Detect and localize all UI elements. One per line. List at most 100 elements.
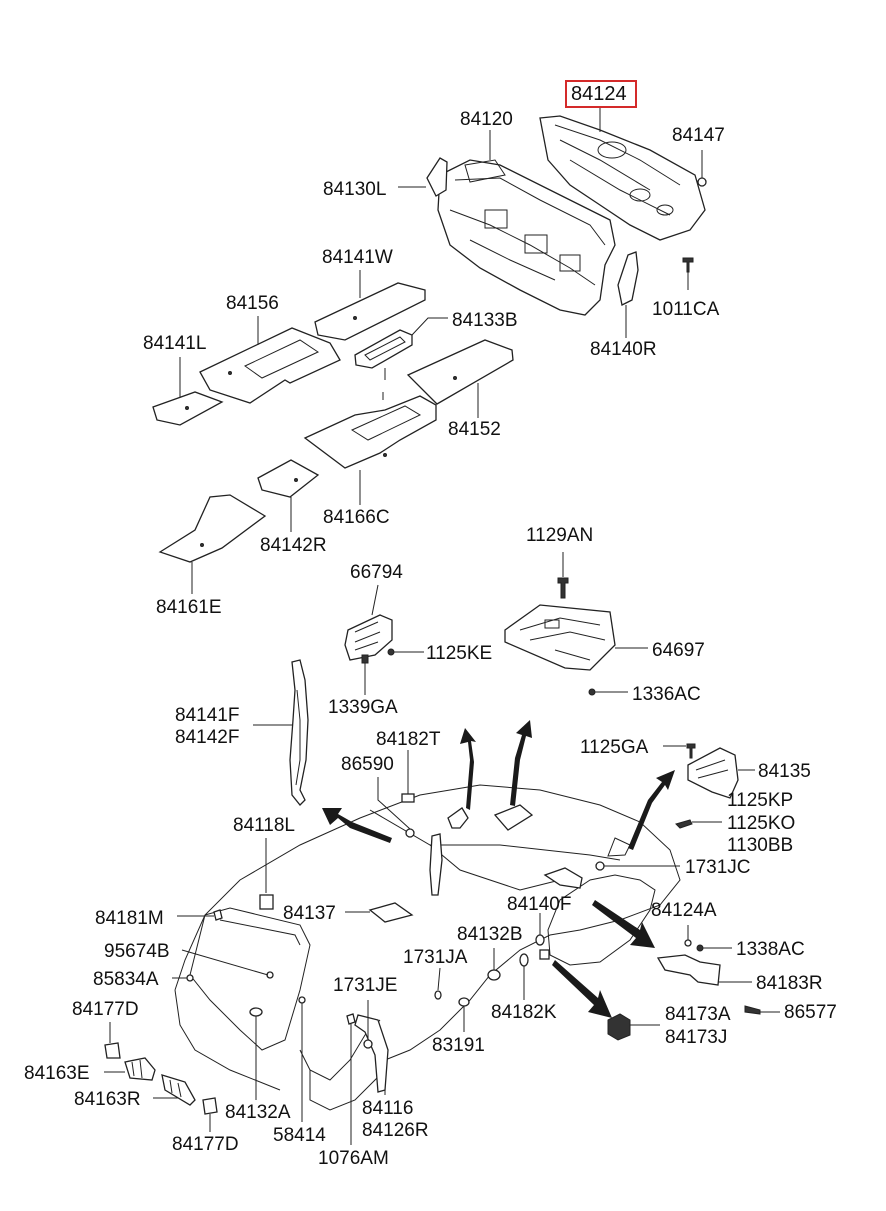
label-84152[interactable]: 84152 <box>448 419 501 440</box>
pad-84141L <box>152 391 224 426</box>
label-1125KE[interactable]: 1125KE <box>426 643 493 664</box>
pad-84182K <box>519 953 529 967</box>
label-84135[interactable]: 84135 <box>758 761 811 782</box>
plug-84132B <box>487 969 501 981</box>
label-1125KO[interactable]: 1125KO <box>727 813 796 834</box>
screw-86577 <box>744 1005 761 1015</box>
clip-84124A <box>684 939 692 947</box>
label-84173A[interactable]: 84173A <box>665 1004 731 1025</box>
pillar-84137 <box>429 833 443 896</box>
label-84124[interactable]: 84124 <box>571 83 627 105</box>
label-1129AN[interactable]: 1129AN <box>526 525 594 546</box>
pad-84141W <box>314 282 426 341</box>
label-1130BB[interactable]: 1130BB <box>727 835 794 856</box>
label-84161E[interactable]: 84161E <box>156 597 222 618</box>
bolt-1125KO <box>675 819 693 829</box>
label-84140F[interactable]: 84140F <box>507 894 572 915</box>
label-83191[interactable]: 83191 <box>432 1035 485 1056</box>
bolt-1076AM <box>346 1013 356 1025</box>
label-84156[interactable]: 84156 <box>226 293 279 314</box>
label-1731JC[interactable]: 1731JC <box>685 857 751 878</box>
clip-1731JA <box>434 990 442 1000</box>
pad-84133B <box>354 329 413 369</box>
label-84181M[interactable]: 84181M <box>95 908 164 929</box>
plug-1731JE <box>363 1039 373 1049</box>
bracket-84183R <box>656 954 721 986</box>
label-84182K[interactable]: 84182K <box>491 1002 557 1023</box>
label-1731JE[interactable]: 1731JE <box>333 975 398 996</box>
label-1731JA[interactable]: 1731JA <box>403 947 468 968</box>
label-84130L[interactable]: 84130L <box>323 179 387 200</box>
bracket-84135 <box>687 747 739 799</box>
bracket-84182T-center <box>447 807 469 829</box>
label-84163E[interactable]: 84163E <box>24 1063 90 1084</box>
label-84183R[interactable]: 84183R <box>756 973 823 994</box>
label-1338AC[interactable]: 1338AC <box>736 939 805 960</box>
label-86577[interactable]: 86577 <box>784 1002 837 1023</box>
arrow-to-84135 <box>628 770 675 850</box>
plug-84177D-top <box>104 1042 121 1059</box>
label-84142F[interactable]: 84142F <box>175 727 240 748</box>
plug-84132A <box>249 1007 263 1017</box>
plug-58414 <box>298 996 306 1004</box>
pillar-trim-84141F <box>289 659 309 806</box>
dash-cover-84130L <box>426 157 448 197</box>
block-84173A <box>607 1013 631 1041</box>
label-58414[interactable]: 58414 <box>273 1125 326 1146</box>
pad-84137 <box>368 902 414 923</box>
label-84133B[interactable]: 84133B <box>452 310 518 331</box>
bracket-84140R <box>617 251 639 306</box>
label-84116[interactable]: 84116 <box>362 1098 414 1119</box>
clip-84181M <box>213 909 223 921</box>
clip-86590 <box>405 828 415 838</box>
bolt-1125KE <box>387 648 395 656</box>
pad-84142R <box>257 459 320 498</box>
label-84177D-bottom[interactable]: 84177D <box>172 1134 239 1155</box>
label-84166C[interactable]: 84166C <box>323 507 390 528</box>
label-84118L[interactable]: 84118L <box>233 815 295 836</box>
label-84124A[interactable]: 84124A <box>651 900 717 921</box>
label-84141W[interactable]: 84141W <box>322 247 393 268</box>
plug-84140F-a <box>535 934 545 946</box>
label-84173J[interactable]: 84173J <box>665 1027 728 1048</box>
label-84163R[interactable]: 84163R <box>74 1089 141 1110</box>
label-66794[interactable]: 66794 <box>350 562 403 583</box>
label-1336AC[interactable]: 1336AC <box>632 684 701 705</box>
label-85834A[interactable]: 85834A <box>93 969 159 990</box>
label-86590[interactable]: 86590 <box>341 754 394 775</box>
label-84140R[interactable]: 84140R <box>590 339 657 360</box>
label-84177D-top[interactable]: 84177D <box>72 999 139 1020</box>
dash-panel-84120 <box>437 159 616 316</box>
clip-1336AC <box>588 688 596 696</box>
label-1125KP[interactable]: 1125KP <box>727 790 794 811</box>
bracket-64697 <box>504 604 616 671</box>
wheel-guard-84116 <box>354 1014 389 1093</box>
vehicle-body <box>174 784 681 1111</box>
label-84142R[interactable]: 84142R <box>260 535 327 556</box>
label-1339GA[interactable]: 1339GA <box>328 697 398 718</box>
clip-84182K-box <box>539 949 550 960</box>
label-84132A[interactable]: 84132A <box>225 1102 291 1123</box>
pad-84182T <box>401 793 415 803</box>
label-84126R[interactable]: 84126R <box>362 1120 429 1141</box>
bracket-84163R <box>161 1074 196 1106</box>
bolt-1125GA <box>686 743 696 759</box>
label-95674B[interactable]: 95674B <box>104 941 170 962</box>
label-64697[interactable]: 64697 <box>652 640 705 661</box>
label-1125GA[interactable]: 1125GA <box>580 737 649 758</box>
highlighted-part-box <box>565 80 637 108</box>
clip-85834A <box>186 974 194 982</box>
arrow-to-84173A <box>552 960 612 1018</box>
label-84182T[interactable]: 84182T <box>376 729 441 750</box>
label-1076AM[interactable]: 1076AM <box>318 1148 389 1169</box>
arrow-to-84141F <box>322 808 392 843</box>
label-84132B[interactable]: 84132B <box>457 924 523 945</box>
plug-83191 <box>458 997 470 1007</box>
label-84141L[interactable]: 84141L <box>143 333 207 354</box>
label-84147[interactable]: 84147 <box>672 125 725 146</box>
label-1011CA[interactable]: 1011CA <box>652 299 720 320</box>
label-84141F[interactable]: 84141F <box>175 705 240 726</box>
label-84120[interactable]: 84120 <box>460 109 513 130</box>
label-84137[interactable]: 84137 <box>283 903 336 924</box>
